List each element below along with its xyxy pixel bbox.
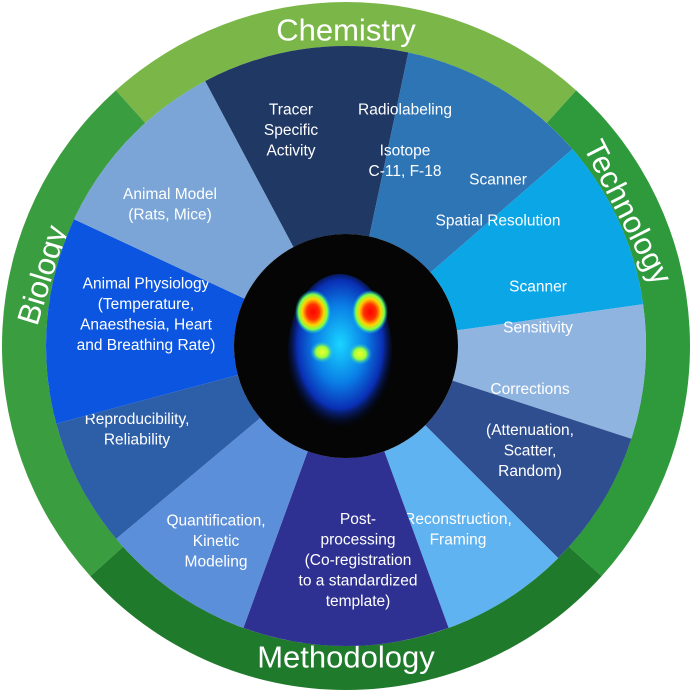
segment-label-11: Animal Model (Rats, Mice) xyxy=(123,185,217,223)
segment-label-line: Anaesthesia, Heart xyxy=(80,316,213,333)
segment-8 xyxy=(116,417,308,628)
segment-label-line: (Rats, Mice) xyxy=(128,206,212,223)
brain-hotspot-left xyxy=(295,290,331,334)
brain-spot-lower-right xyxy=(348,343,372,365)
segment-label-line: template) xyxy=(326,593,391,610)
segment-label-line: Reconstruction, xyxy=(404,510,512,527)
segment-label-line: Framing xyxy=(430,531,487,548)
segment-label-line: to a standardized xyxy=(299,572,418,589)
segment-label-line: (Co-registration xyxy=(305,552,412,569)
segment-label-line: Scatter, xyxy=(504,442,557,459)
segment-label-line: Kinetic xyxy=(193,533,240,550)
center-pet-image xyxy=(234,234,458,458)
segment-label-line: Activity xyxy=(266,142,315,159)
segment-10 xyxy=(45,219,245,424)
segment-label-line: Isotope xyxy=(380,142,431,159)
segment-11 xyxy=(74,81,294,299)
segment-label-line: Corrections xyxy=(490,381,569,398)
segment-label-line: Animal Physiology xyxy=(83,275,210,292)
ring-arc-methodology xyxy=(90,546,602,690)
brain-hotspot-right xyxy=(352,290,388,334)
ring-label-chemistry: Chemistry xyxy=(276,13,416,48)
segment-label-line: Modeling xyxy=(185,553,248,570)
segment-4 xyxy=(452,304,647,439)
segment-7 xyxy=(243,451,449,647)
segment-label-6: Reconstruction, Framing xyxy=(404,510,512,548)
segment-label-line: C-11, F-18 xyxy=(369,162,442,179)
segment-label-line: (Temperature, xyxy=(98,295,194,312)
segment-label-line: (Attenuation, xyxy=(486,422,574,439)
segment-label-line: Animal Model xyxy=(123,185,217,202)
segment-label-10: Animal Physiology (Temperature, Anaesthesi… xyxy=(77,275,216,354)
segment-5 xyxy=(425,380,632,559)
segment-label-line: Post- xyxy=(340,511,376,528)
segment-label-line: Tracer xyxy=(269,101,313,118)
segment-label-line: processing xyxy=(321,531,396,548)
segment-label-5: Corrections (Attenuation, Scatter, Random) xyxy=(486,381,574,480)
segment-label-line: Scanner xyxy=(509,278,567,295)
segment-label-line: Spatial Resolution xyxy=(436,212,561,229)
brain-spot-lower-left xyxy=(310,341,334,363)
ring-arc-chemistry xyxy=(115,2,577,124)
segment-1 xyxy=(205,45,409,248)
segment-label-line: and Breathing Rate) xyxy=(77,336,216,353)
segment-6 xyxy=(384,425,559,628)
segment-label-line: Specific xyxy=(264,122,319,139)
segment-9 xyxy=(56,374,261,539)
segment-label-line: Reliability xyxy=(104,431,171,448)
ring-arc-technology xyxy=(546,90,690,577)
segment-label-line: Reproducibility, xyxy=(85,410,190,427)
segment-3 xyxy=(430,149,644,331)
segment-label-line: Random) xyxy=(498,463,562,480)
ring-arc-biology xyxy=(2,90,146,577)
segment-label-line: Sensitivity xyxy=(503,319,573,336)
segment-label-line: Scanner xyxy=(469,171,527,188)
segment-label-line: Radiolabeling xyxy=(358,101,452,118)
segment-label-7: Post-processing (Co-registration to a stan… xyxy=(299,511,418,610)
segment-label-line: Quantification, xyxy=(166,512,265,529)
segment-2 xyxy=(369,52,573,273)
segment-label-9: Reproducibility, Reliability xyxy=(85,410,190,448)
